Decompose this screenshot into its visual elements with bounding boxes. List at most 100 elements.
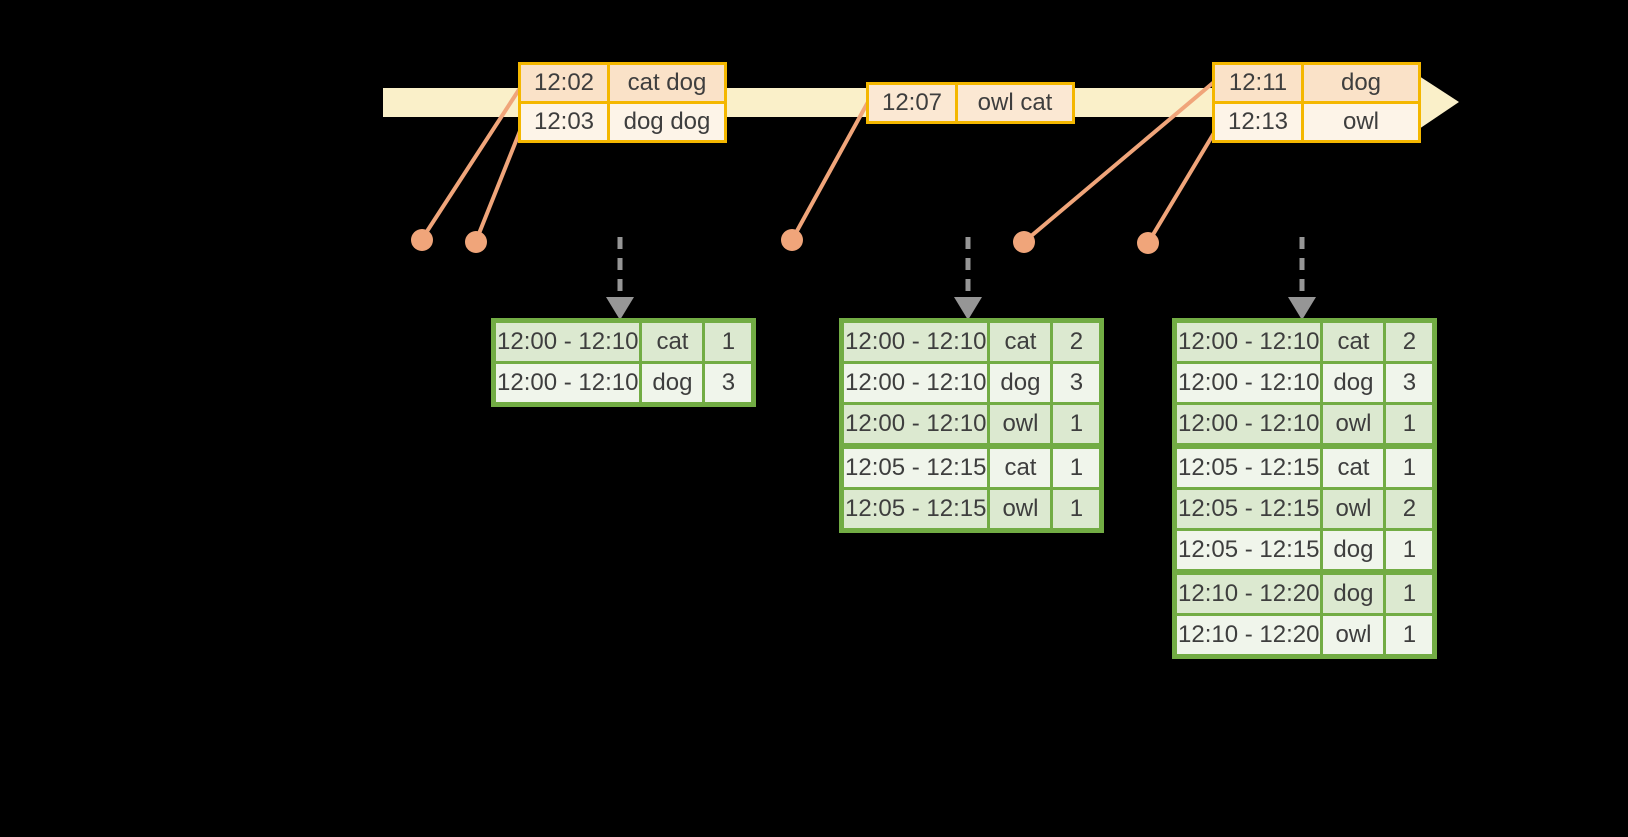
event-connector-line	[790, 101, 870, 241]
window-cell: 12:00 - 12:10	[491, 319, 643, 364]
word-cell: owl	[987, 402, 1054, 449]
count-cell: 1	[1383, 402, 1437, 449]
count-cell: 1	[1050, 444, 1104, 490]
input-cell: dog	[1301, 62, 1421, 104]
event-connector-line	[1022, 80, 1216, 244]
count-cell: 1	[1050, 402, 1104, 449]
count-cell: 1	[702, 319, 756, 364]
count-cell: 2	[1050, 319, 1104, 364]
event-time-dot	[1137, 232, 1159, 254]
event-connector-line	[474, 125, 524, 242]
event-time-dots	[411, 229, 1159, 254]
count-cell: 1	[1383, 570, 1437, 616]
input-cell: owl cat	[955, 82, 1075, 124]
word-cell: dog	[639, 361, 706, 406]
window-cell: 12:05 - 12:15	[1172, 528, 1324, 575]
count-cell: 1	[1050, 487, 1104, 532]
timeline-arrowhead-icon	[1419, 76, 1459, 129]
window-cell: 12:10 - 12:20	[1172, 570, 1324, 616]
word-cell: owl	[1320, 613, 1387, 658]
event-time-dot	[781, 229, 803, 251]
input-cell: owl	[1301, 101, 1421, 143]
trigger-down-arrow	[954, 237, 982, 320]
event-time-dot	[1013, 231, 1035, 253]
trigger-arrowhead-icon	[954, 297, 982, 320]
trigger-arrowhead-icon	[1288, 297, 1316, 320]
event-connector-line	[420, 83, 524, 241]
word-cell: owl	[1320, 402, 1387, 449]
count-cell: 1	[1383, 444, 1437, 490]
word-cell: cat	[987, 444, 1054, 490]
word-cell: dog	[1320, 528, 1387, 575]
count-cell: 1	[1383, 528, 1437, 575]
count-cell: 2	[1383, 487, 1437, 531]
window-cell: 12:10 - 12:20	[1172, 613, 1324, 658]
word-cell: dog	[1320, 570, 1387, 616]
count-cell: 2	[1383, 319, 1437, 364]
word-cell: cat	[1320, 319, 1387, 364]
word-cell: cat	[987, 319, 1054, 364]
window-cell: 12:00 - 12:10	[1172, 361, 1324, 405]
event-time-dot	[465, 231, 487, 253]
count-cell: 1	[1383, 613, 1437, 658]
window-cell: 12:00 - 12:10	[491, 361, 643, 406]
word-cell: owl	[1320, 487, 1387, 531]
word-cell: owl	[987, 487, 1054, 532]
word-cell: dog	[987, 361, 1054, 405]
window-cell: 12:00 - 12:10	[839, 319, 991, 364]
window-cell: 12:00 - 12:10	[839, 361, 991, 405]
word-cell: cat	[639, 319, 706, 364]
event-connector-lines	[420, 80, 1216, 245]
input-cell: dog dog	[607, 101, 727, 143]
trigger-arrowhead-icon	[606, 297, 634, 320]
word-cell: cat	[1320, 444, 1387, 490]
input-cell: cat dog	[607, 62, 727, 104]
window-cell: 12:05 - 12:15	[1172, 444, 1324, 490]
window-cell: 12:05 - 12:15	[1172, 487, 1324, 531]
time-cell: 12:07	[866, 82, 958, 124]
word-cell: dog	[1320, 361, 1387, 405]
event-time-dot	[411, 229, 433, 251]
trigger-down-arrow	[606, 237, 634, 320]
count-cell: 3	[1050, 361, 1104, 405]
time-cell: 12:13	[1212, 101, 1304, 143]
time-cell: 12:03	[518, 101, 610, 143]
time-cell: 12:11	[1212, 62, 1304, 104]
time-cell: 12:02	[518, 62, 610, 104]
count-cell: 3	[702, 361, 756, 406]
event-connector-line	[1146, 131, 1216, 245]
window-cell: 12:00 - 12:10	[1172, 319, 1324, 364]
trigger-down-arrow	[1288, 237, 1316, 320]
window-cell: 12:00 - 12:10	[839, 402, 991, 449]
window-cell: 12:00 - 12:10	[1172, 402, 1324, 449]
count-cell: 3	[1383, 361, 1437, 405]
window-cell: 12:05 - 12:15	[839, 444, 991, 490]
